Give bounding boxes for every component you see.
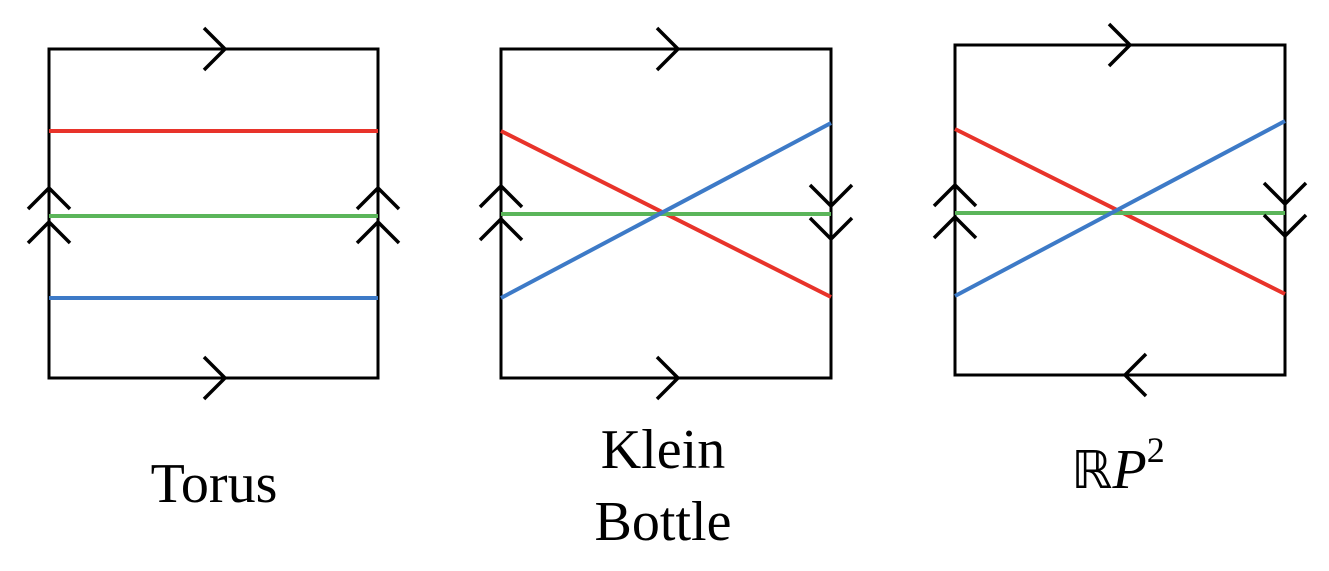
klein-bottom-arrow-icon: [655, 355, 681, 401]
torus-right-double-arrow-icon: [355, 185, 401, 245]
klein-left-double-arrow-icon: [478, 183, 524, 242]
rp2-right-double-arrow-icon: [1262, 181, 1308, 239]
rp2-left-double-arrow-icon: [932, 182, 978, 240]
rp2-square: [953, 43, 1287, 377]
rp2-caption: ℝP2: [1018, 432, 1218, 507]
torus-panel: [26, 26, 401, 401]
rp2-top-arrow-icon: [1107, 22, 1133, 68]
torus-caption: Torus: [114, 448, 314, 520]
torus-square: [47, 47, 380, 380]
klein-caption-line-2: Bottle: [594, 491, 732, 553]
torus-bottom-arrow-icon: [202, 355, 228, 401]
klein-caption-line-1: Klein: [600, 419, 726, 481]
klein-panel: [478, 26, 854, 401]
torus-left-double-arrow-icon: [26, 185, 72, 245]
rp2-caption-variable: P: [1112, 439, 1147, 501]
torus-top-arrow-icon: [202, 26, 228, 72]
klein-top-arrow-icon: [655, 26, 681, 72]
rp2-caption-exponent: 2: [1146, 430, 1165, 470]
klein-caption: Klein Bottle: [560, 414, 766, 558]
torus-caption-text: Torus: [150, 453, 278, 515]
klein-blue-line: [500, 121, 832, 300]
rp2-panel: [932, 22, 1308, 398]
rp2-blue-line: [954, 119, 1286, 298]
klein-right-double-arrow-icon: [808, 183, 854, 242]
rp2-bottom-arrow-icon: [1122, 352, 1148, 398]
rp2-caption-real-symbol: ℝ: [1071, 441, 1113, 501]
